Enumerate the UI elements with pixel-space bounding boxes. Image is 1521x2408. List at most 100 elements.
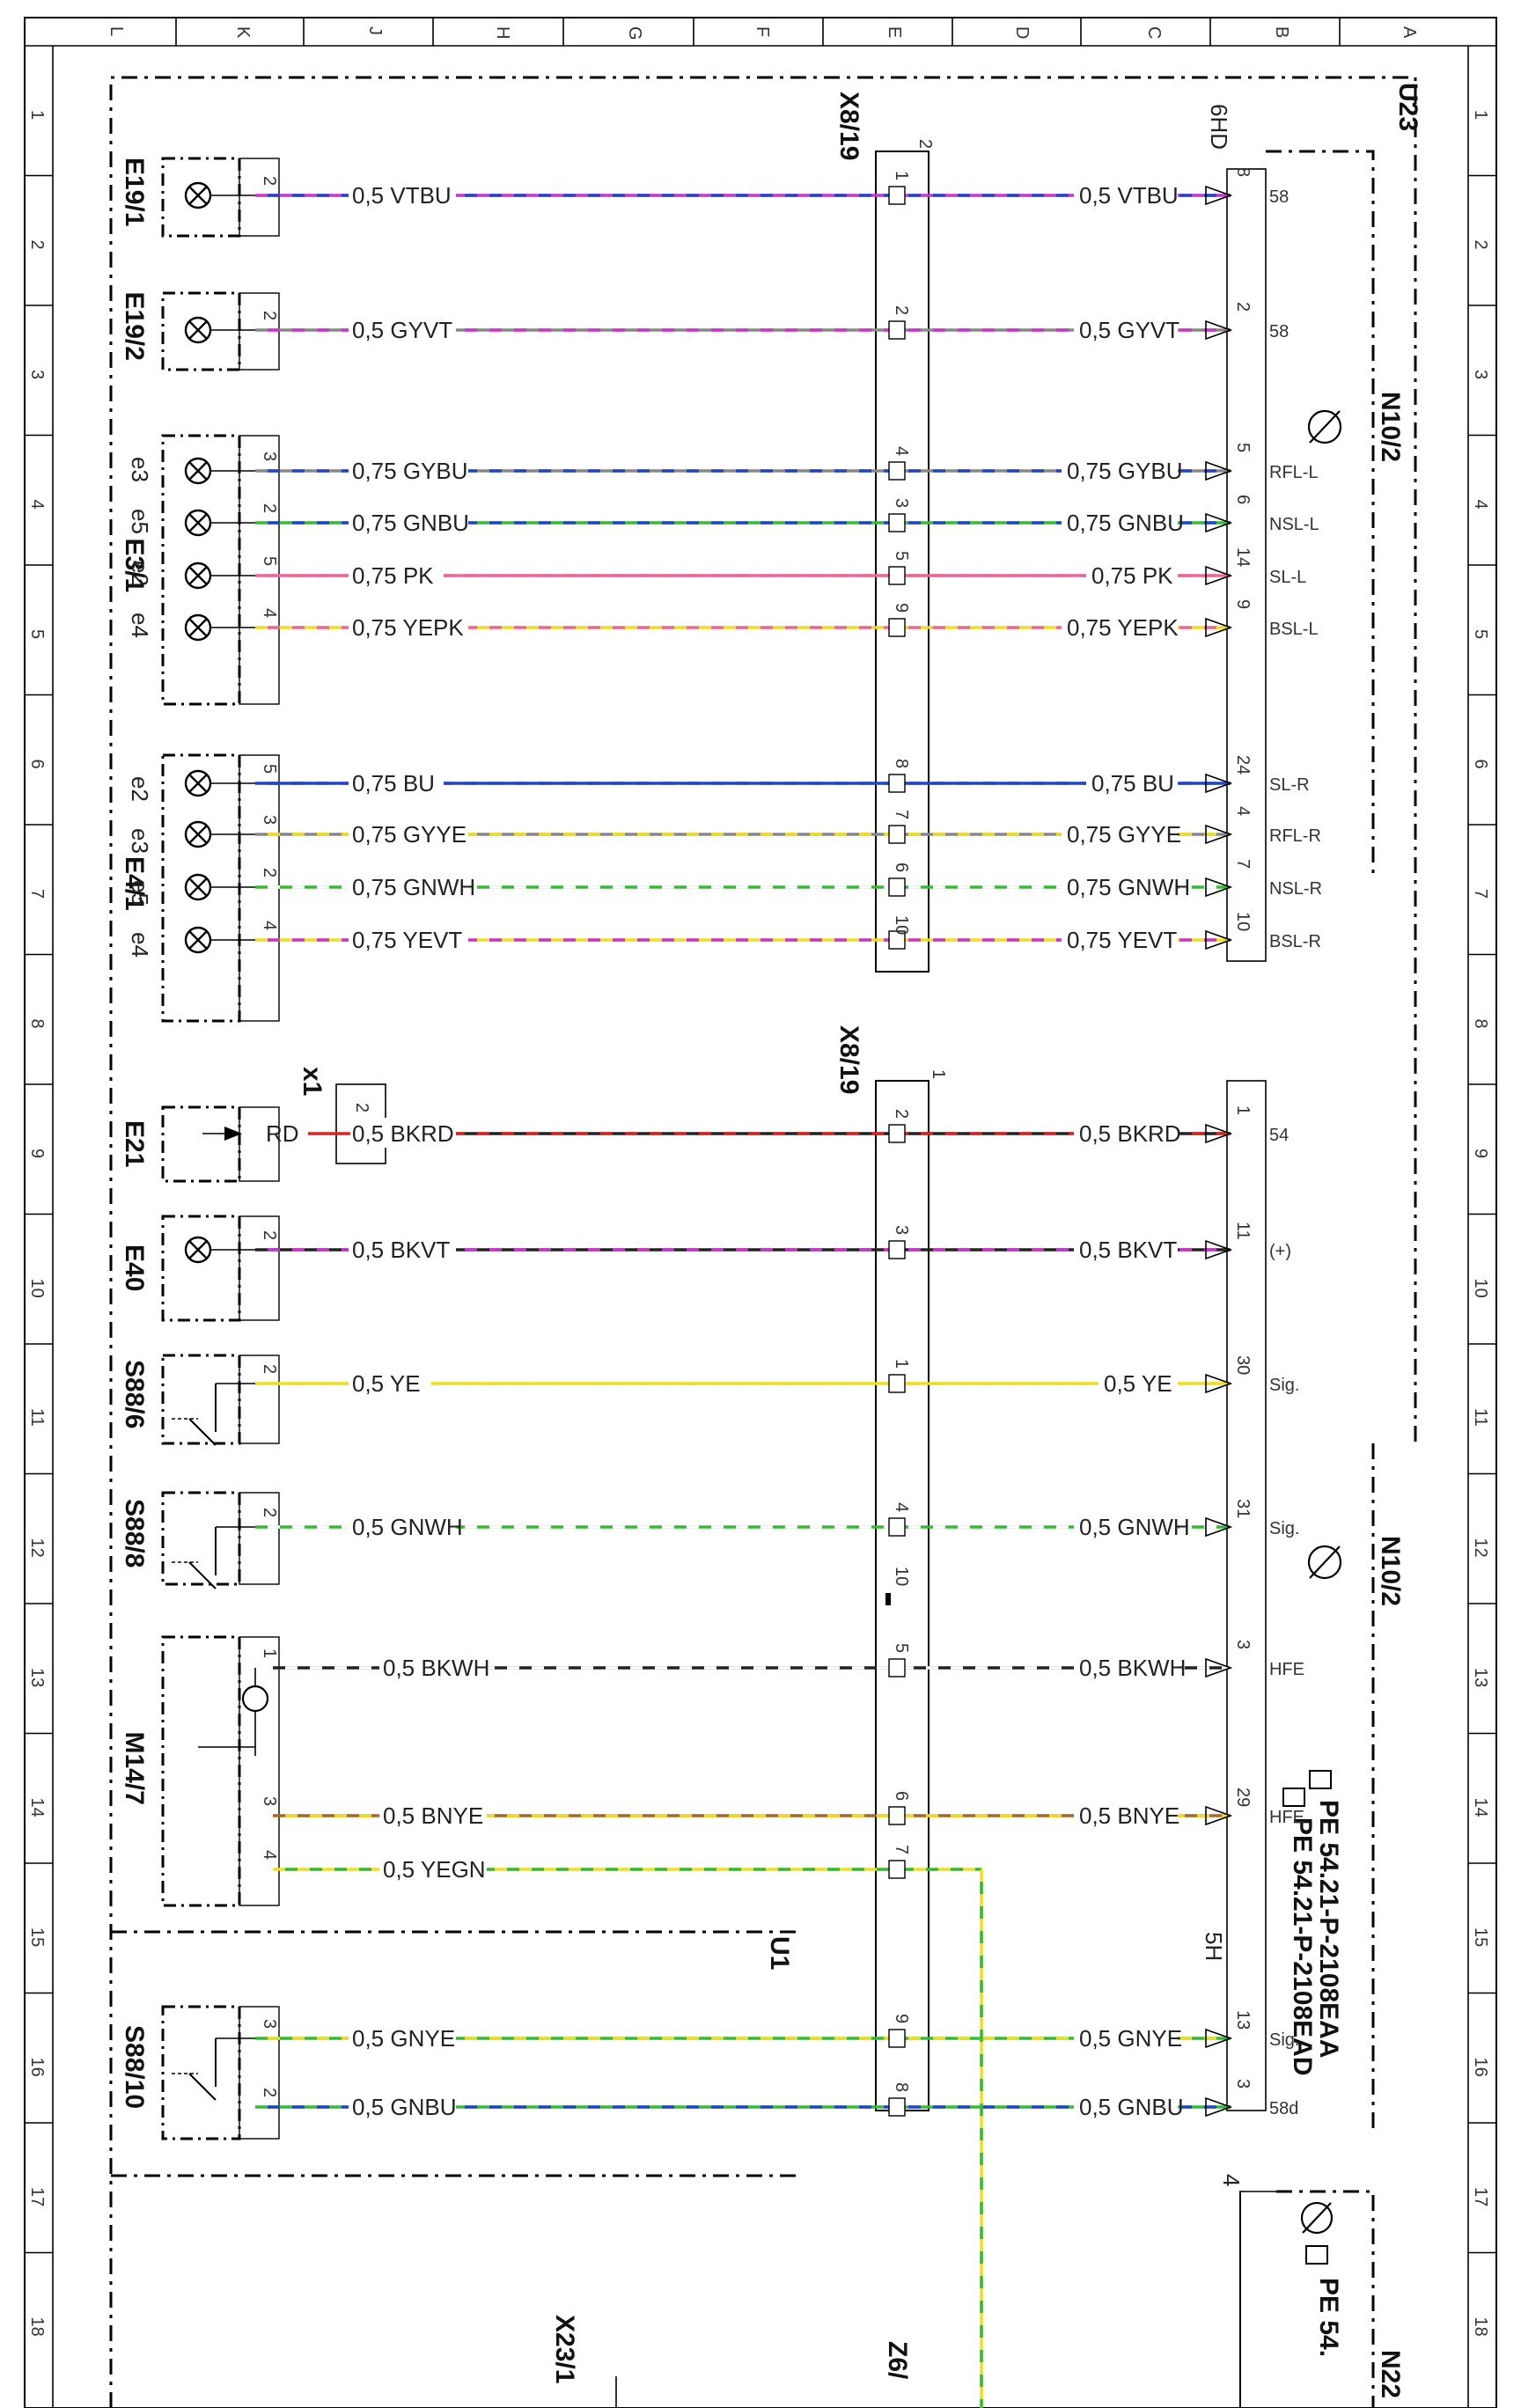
- grid-row-number: 16: [27, 2058, 47, 2077]
- wire-label-bg-right: [1074, 2023, 1178, 2052]
- component-label: S88/8: [120, 1499, 149, 1567]
- component-pin-number: 3: [260, 452, 279, 461]
- wire-label-bg-right: [1062, 871, 1178, 901]
- lamp-symbol: [184, 613, 255, 642]
- wire-label-bg: [379, 1854, 487, 1883]
- component-pin-number: 4: [260, 608, 279, 618]
- x8-19-pin-number: 3: [892, 1225, 911, 1235]
- wire-label-left: 0,5 YE: [352, 1370, 421, 1397]
- n10-2-signal: 58: [1269, 322, 1289, 341]
- grid-top-letter: J: [365, 26, 385, 35]
- hand-pointer-icon-3: [1305, 2245, 1328, 2265]
- grid-row-number: 10: [27, 1279, 47, 1298]
- n10-2-pin-number: 9: [1233, 599, 1253, 609]
- wire-label-bg: [349, 455, 468, 485]
- grid-row-number: 11: [1471, 1408, 1490, 1427]
- n10-2-signal: Sig.: [1269, 1376, 1299, 1395]
- grid-row-number: 7: [27, 889, 47, 899]
- grid-row-number: 11: [27, 1408, 47, 1427]
- n10-2-label-top: N10/2: [1376, 392, 1405, 462]
- component-label: E4/1: [120, 856, 149, 911]
- wire-label-right: 0,75 BU: [1091, 770, 1174, 797]
- x8-19-extra-pin: 10: [892, 1567, 911, 1586]
- grid-row-number: 1: [1471, 110, 1490, 120]
- wire-label-bg: [349, 314, 456, 344]
- x8-19-pin-box: [888, 513, 906, 532]
- x1-pin: 2: [352, 1103, 371, 1112]
- e21-wire-color: RD: [266, 1120, 299, 1147]
- component-pin-number: 2: [260, 1364, 279, 1374]
- pe-reference-2: PE 54.21-P-2108EAD: [1288, 1817, 1317, 2076]
- n10-2-pin-arrow: [1205, 929, 1233, 951]
- x8-19-pin-number: 9: [892, 2014, 911, 2023]
- wire-label-left: 0,75 YEPK: [352, 614, 464, 641]
- wire-label-right: 0,75 YEPK: [1067, 614, 1179, 641]
- lamp-label: e4: [127, 613, 153, 638]
- component-s88-10: S88/10: [120, 2005, 280, 2140]
- lamp-cross-b: [188, 461, 208, 481]
- grid-row-number: 3: [1471, 370, 1490, 379]
- n10-2-signal: Sig.: [1269, 2030, 1299, 2050]
- component-connector-outline: [239, 1354, 280, 1444]
- n10-2-signal: NSL-R: [1269, 879, 1322, 899]
- n10-2-signal: 58d: [1269, 2099, 1298, 2118]
- x8-19-pin-number: 8: [892, 2082, 911, 2092]
- x8-19-pin-box: [888, 566, 906, 585]
- wire-label-left: 0,75 PK: [352, 562, 434, 589]
- component-pin-number: 2: [260, 503, 279, 513]
- n10-2-signal: RFL-R: [1269, 826, 1321, 846]
- n10-2-pin-number: 24: [1233, 755, 1253, 775]
- component-label: E19/1: [120, 158, 149, 226]
- n10-2-pin-number: 31: [1233, 1499, 1253, 1518]
- wire-label-bg-right: [1074, 2091, 1178, 2121]
- motor-symbol: [198, 1668, 269, 1756]
- lamp-label: e2: [127, 561, 153, 586]
- x8-19-pin-number: 6: [892, 1791, 911, 1801]
- wire-label-left: 0,5 BKRD: [352, 1120, 454, 1147]
- n10-2-pin-arrow: [1205, 877, 1233, 898]
- n10-2-pin-arrow: [1205, 1657, 1233, 1678]
- n10-2-signal: HFE: [1269, 1808, 1304, 1827]
- wire-label-right: 0,5 GNBU: [1079, 2094, 1184, 2120]
- wire-label-bg: [379, 1652, 487, 1682]
- grid-row-number: 7: [1471, 889, 1490, 899]
- wire-label-bg-right: [1062, 507, 1178, 537]
- lamp-symbol: [184, 181, 255, 209]
- n10-2-pin-arrow: [1205, 617, 1233, 638]
- grid-row-number: 4: [1471, 500, 1490, 510]
- component-pin-number: 4: [260, 1850, 279, 1860]
- n10-2-pin-number: 30: [1233, 1355, 1253, 1375]
- lamp-cross-b: [188, 513, 208, 532]
- grid-top-letter: E: [885, 26, 904, 38]
- x8-19-pin-number: 2: [892, 305, 911, 315]
- grid-row-number: 1: [27, 110, 47, 120]
- n10-2-pin-number: 10: [1233, 912, 1253, 931]
- n10-2-signal: BSL-L: [1269, 620, 1319, 639]
- lamp-symbol: [184, 457, 255, 485]
- n10-2-pin-number: 2: [1233, 302, 1253, 312]
- grid-row-number: 2: [1471, 240, 1490, 250]
- wire-label-bg-right: [1074, 180, 1178, 209]
- grid-row-number: 6: [1471, 760, 1490, 769]
- wire-label-bg-right: [1086, 560, 1178, 590]
- n10-2-pin-arrow: [1205, 185, 1233, 206]
- lamp-label: e5: [127, 509, 153, 534]
- x8-19-pin-number: 2: [892, 1109, 911, 1119]
- u1-label: U1: [765, 1936, 794, 1970]
- switch-symbol: [172, 1526, 255, 1589]
- grid-row-number: 9: [27, 1149, 47, 1158]
- component-pin-number: 5: [260, 764, 279, 774]
- x8-19-pin-number: 7: [892, 1845, 911, 1854]
- lamp-cross-b: [188, 825, 208, 844]
- component-connector-outline: [239, 435, 280, 705]
- grid-row-number: 4: [27, 500, 47, 510]
- x8-19-pin-number: 3: [892, 498, 911, 508]
- component-e19-1: E19/1: [120, 157, 280, 238]
- wire-label-bg: [349, 924, 468, 954]
- component-pin-number: 4: [260, 921, 279, 930]
- wire-label-bg-right: [1074, 1118, 1178, 1148]
- x8-19-pin-box: [888, 461, 906, 481]
